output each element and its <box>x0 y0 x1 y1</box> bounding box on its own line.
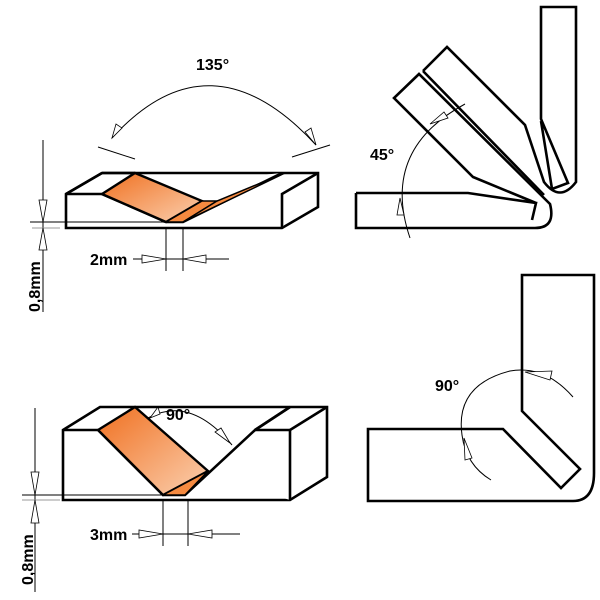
angle-90-bend-label: 90° <box>435 378 459 395</box>
depth-label-top: 0,8mm <box>27 261 44 312</box>
arrow-icon <box>111 123 123 140</box>
bend-90-illustration <box>366 273 596 503</box>
groove-block-90 <box>61 405 329 502</box>
depth-dimension-top: 0,8mm <box>27 140 166 312</box>
depth-label-bottom: 0,8mm <box>20 534 37 585</box>
width-label-2mm: 2mm <box>90 252 127 269</box>
angle-90-bend-dimension: 90° <box>435 369 574 481</box>
angle-45-dimension: 45° <box>370 103 466 239</box>
angle-90-groove-label: 90° <box>166 407 190 424</box>
angle-90-groove-dimension: 90° <box>147 406 233 446</box>
groove-face-right <box>182 172 286 223</box>
angle-45-label: 45° <box>370 147 394 164</box>
angle-135-label: 135° <box>196 57 229 74</box>
width-2mm-dimension: 2mm <box>90 228 229 271</box>
width-label-3mm: 3mm <box>90 527 127 544</box>
arrow-icon <box>304 127 317 146</box>
groove-face-bottom <box>162 470 209 496</box>
depth-dimension-bottom: 0,8mm <box>20 408 163 592</box>
angle-135-dimension: 135° <box>97 57 331 160</box>
width-3mm-dimension: 3mm <box>90 500 240 546</box>
groove-block-135 <box>64 171 320 230</box>
bend-45-illustration <box>354 5 578 230</box>
